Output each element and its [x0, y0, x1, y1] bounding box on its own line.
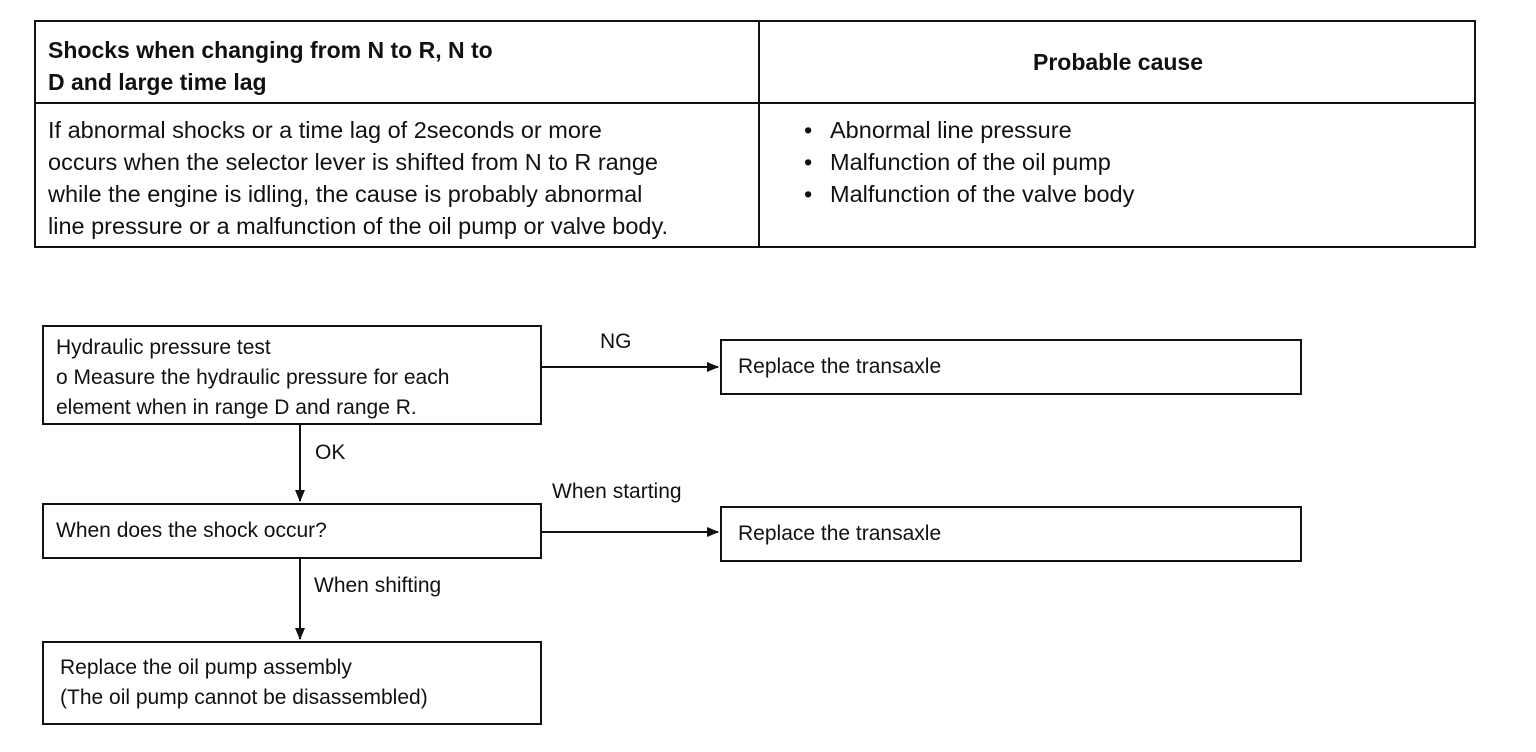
cause-list: Abnormal line pressure Malfunction of th…	[804, 114, 1134, 210]
symptom-table: Shocks when changing from N to R, N to D…	[34, 20, 1476, 248]
description-line: while the engine is idling, the cause is…	[48, 181, 643, 207]
symptom-header: Shocks when changing from N to R, N to D…	[48, 34, 738, 98]
shock-question-box: When does the shock occur?	[42, 503, 542, 559]
ng-result-box: Replace the transaxle	[720, 339, 1302, 395]
description-line: If abnormal shocks or a time lag of 2sec…	[48, 117, 602, 143]
starting-label: When starting	[552, 480, 682, 503]
column-divider	[758, 22, 760, 246]
oil-pump-line: (The oil pump cannot be disassembled)	[60, 686, 428, 709]
starting-result-box: Replace the transaxle	[720, 506, 1302, 562]
header-divider	[36, 102, 1474, 104]
cause-header: Probable cause	[1032, 48, 1204, 75]
cause-item: Malfunction of the valve body	[804, 178, 1134, 210]
test-box-line: o Measure the hydraulic pressure for eac…	[56, 366, 450, 389]
cause-item: Abnormal line pressure	[804, 114, 1134, 146]
test-box-line: Hydraulic pressure test	[56, 336, 271, 359]
description-line: occurs when the selector lever is shifte…	[48, 149, 658, 175]
test-box-line: element when in range D and range R.	[56, 396, 417, 419]
cause-item: Malfunction of the oil pump	[804, 146, 1134, 178]
shifting-label: When shifting	[314, 574, 442, 597]
oil-pump-line: Replace the oil pump assembly	[60, 656, 352, 679]
hydraulic-test-box: Hydraulic pressure test o Measure the hy…	[42, 325, 542, 425]
symptom-description: If abnormal shocks or a time lag of 2sec…	[48, 114, 753, 242]
oil-pump-box: Replace the oil pump assembly (The oil p…	[42, 641, 542, 725]
ok-label: OK	[315, 441, 346, 464]
symptom-header-line: D and large time lag	[48, 69, 267, 95]
description-line: line pressure or a malfunction of the oi…	[48, 213, 669, 239]
symptom-header-line: Shocks when changing from N to R, N to	[48, 37, 493, 63]
ng-label: NG	[600, 330, 632, 353]
